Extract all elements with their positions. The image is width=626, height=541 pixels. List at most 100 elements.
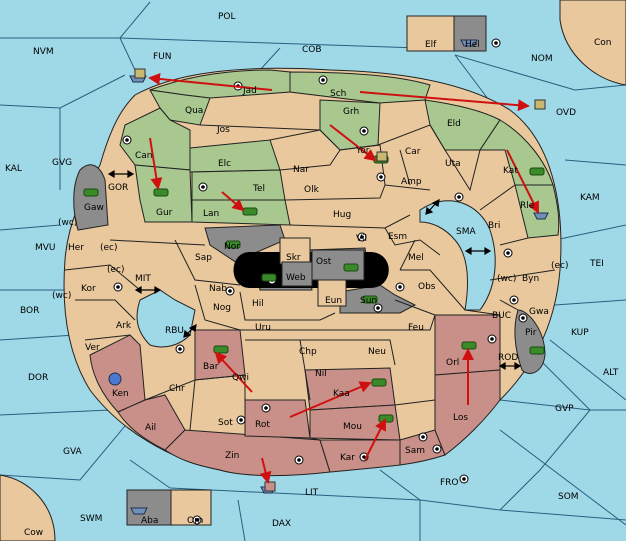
label-obs: Obs (418, 282, 436, 292)
label-bar: Bar (203, 362, 219, 372)
label-web: Web (286, 273, 306, 283)
region-ail[interactable] (117, 394, 186, 451)
region-con[interactable] (559, 0, 626, 86)
label-byn: Byn (522, 274, 539, 284)
label-gvg: GVG (52, 158, 72, 168)
label-esm: Esm (388, 232, 407, 242)
fleet-units (108, 39, 549, 515)
adjacency-arrows (107, 169, 522, 371)
inner-sea-channel (136, 289, 196, 348)
label-cob: COB (302, 45, 322, 55)
label-elf: Elf (425, 40, 437, 50)
label-tei: TEI (589, 259, 604, 269)
label-kar: Kar (340, 453, 355, 463)
label-nab: Nab (209, 284, 227, 294)
label-lit: LIT (305, 488, 319, 498)
label-aba: Aba (141, 516, 158, 526)
label-yor: Yor (355, 146, 370, 156)
label-neu: Neu (368, 347, 386, 357)
label-feu: Feu (408, 323, 424, 333)
label-ost: Ost (316, 257, 332, 267)
region-rot[interactable] (244, 399, 311, 439)
label-gvp: GVP (555, 404, 574, 414)
label-sma: SMA (456, 227, 476, 237)
label-rbu: RBU (165, 326, 184, 336)
label-nar: Nar (293, 165, 309, 175)
legend-box-bottom (126, 489, 212, 526)
label-nil: Nil (315, 369, 327, 379)
label-hel: Hel (465, 40, 480, 50)
label-fun: FUN (153, 52, 172, 62)
label-qwi: Qwi (232, 373, 249, 383)
label-ver: Ver (85, 343, 100, 353)
region-gaw[interactable] (73, 164, 109, 231)
coast-wc-byn: (wc) (497, 274, 516, 284)
label-nom: NOM (531, 54, 553, 64)
coast-ec-byn: (ec) (551, 261, 569, 271)
label-kat: Kat (503, 166, 518, 176)
label-fro: FRO (440, 478, 459, 488)
label-cow: Cow (24, 528, 43, 538)
label-kor: Kor (81, 284, 96, 294)
label-ken: Ken (112, 389, 129, 399)
label-skr: Skr (286, 253, 301, 263)
label-her: Her (68, 243, 84, 253)
label-hug: Hug (333, 210, 351, 220)
label-mit: MIT (135, 274, 151, 284)
label-swm: SWM (80, 514, 102, 524)
label-olk: Olk (304, 185, 320, 195)
label-kal: KAL (5, 164, 22, 174)
interior-borders (64, 124, 556, 441)
inner-sea-right (419, 200, 496, 311)
coast-wc-her: (wc) (58, 218, 77, 228)
label-som: SOM (558, 492, 579, 502)
region-eun[interactable] (317, 279, 347, 307)
coast-ec-her: (ec) (100, 243, 118, 253)
label-gva: GVA (63, 447, 83, 457)
label-dax: DAX (272, 519, 291, 529)
label-uta: Uta (445, 159, 461, 169)
label-nvm: NVM (33, 47, 54, 57)
label-kaa: Kaa (333, 389, 350, 399)
label-qua: Qua (185, 106, 203, 116)
label-lan: Lan (203, 209, 219, 219)
label-bor: BOR (20, 306, 39, 316)
label-grh: Grh (343, 107, 359, 117)
label-vil: Vil (356, 234, 367, 244)
coast-wc-kor: (wc) (52, 291, 71, 301)
region-los[interactable] (434, 369, 501, 456)
region-labels: POL NVM FUN COB NOM Con KAL GVG GOR KAM … (5, 12, 619, 538)
label-orn: Orn (187, 516, 203, 526)
region-pir[interactable] (514, 309, 546, 374)
label-tel: Tel (252, 184, 265, 194)
label-ark: Ark (116, 321, 132, 331)
label-gor: GOR (108, 183, 128, 193)
region-skr[interactable] (279, 237, 311, 265)
label-chr: Chr (169, 384, 185, 394)
region-eld[interactable] (424, 99, 501, 151)
label-sch: Sch (330, 89, 346, 99)
label-gaw: Gaw (84, 203, 104, 213)
label-mel: Mel (408, 253, 424, 263)
label-bri: Bri (488, 221, 500, 231)
label-amp: Amp (401, 177, 422, 187)
label-pir: Pir (525, 328, 537, 338)
label-jos: Jos (216, 125, 230, 135)
region-zin[interactable] (164, 429, 331, 477)
label-alt: ALT (603, 368, 619, 378)
label-mou: Mou (343, 422, 362, 432)
unit-marker-lit (264, 481, 276, 492)
label-ovd: OVD (556, 108, 576, 118)
label-pol: POL (218, 12, 236, 22)
label-con: Con (594, 38, 612, 48)
label-gur: Gur (156, 208, 173, 218)
label-can: Can (135, 151, 153, 161)
label-rot: Rot (255, 420, 270, 430)
label-kup: KUP (571, 328, 589, 338)
label-car: Car (405, 147, 421, 157)
label-sap: Sap (195, 253, 212, 263)
unit-marker-yor (376, 151, 388, 162)
order-arrows (148, 73, 539, 484)
